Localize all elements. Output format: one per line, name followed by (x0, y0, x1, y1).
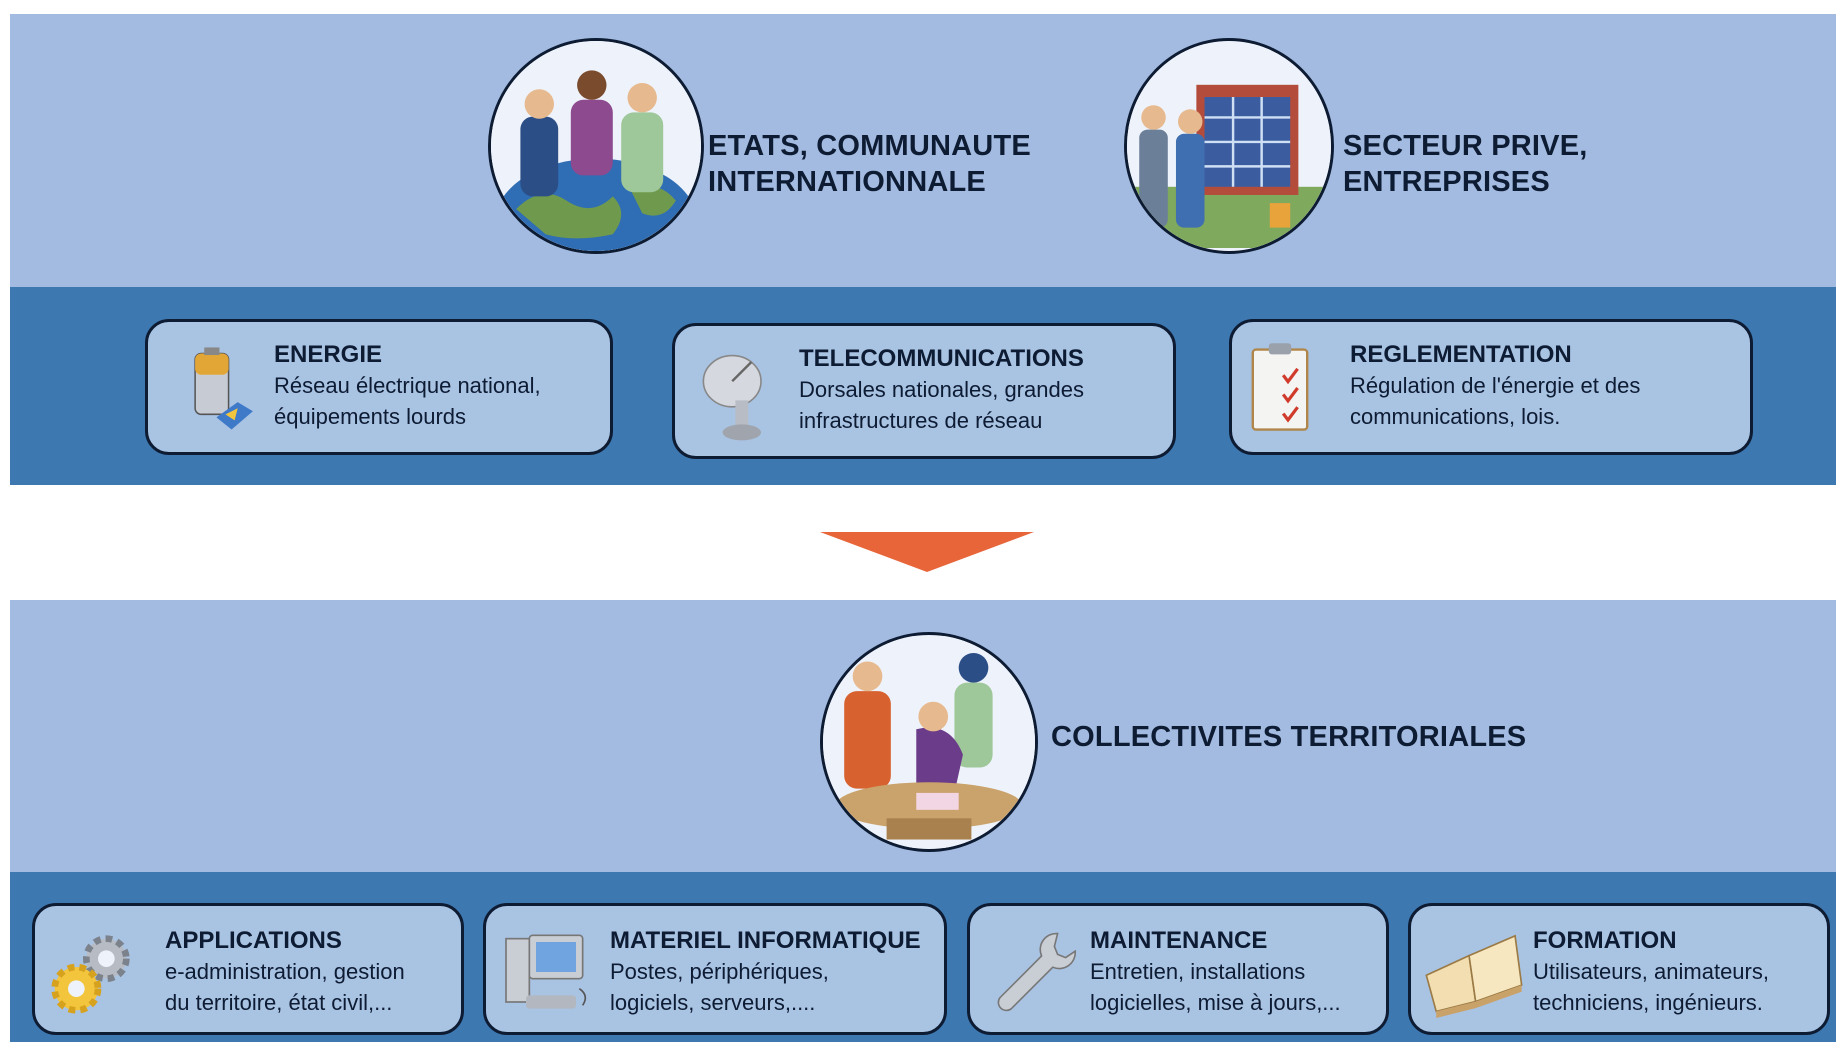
telecommunications-card: TELECOMMUNICATIONS Dorsales nationales, … (672, 323, 1176, 459)
training-title: FORMATION (1533, 927, 1677, 954)
down-arrow-icon (820, 532, 1034, 572)
states-title-line1: ETATS, COMMUNAUTE (708, 130, 1031, 162)
states-international-title: ETATS, COMMUNAUTE INTERNATIONNALE (708, 128, 1031, 200)
energy-title: ENERGIE (274, 341, 383, 368)
applications-line1: e-administration, gestion (165, 959, 405, 984)
hardware-title: MATERIEL INFORMATIQUE (610, 927, 921, 954)
private-title-line1: SECTEUR PRIVE, (1343, 130, 1588, 162)
states-title-line2: INTERNATIONNALE (708, 166, 986, 198)
telecommunications-title: TELECOMMUNICATIONS (799, 345, 1084, 372)
private-sector-title: SECTEUR PRIVE, ENTREPRISES (1343, 128, 1588, 200)
satellite-dish-icon (697, 342, 777, 446)
regulation-title: REGLEMENTATION (1350, 341, 1572, 368)
training-card: FORMATION Utilisateurs, animateurs, tech… (1408, 903, 1830, 1035)
private-title-line2: ENTREPRISES (1343, 166, 1550, 198)
maintenance-card: MAINTENANCE Entretien, installations log… (967, 903, 1389, 1035)
clipboard-checklist-icon (1248, 338, 1312, 438)
applications-card: APPLICATIONS e-administration, gestion d… (32, 903, 464, 1035)
business-building-icon (1124, 38, 1334, 254)
wrench-icon (984, 922, 1080, 1022)
telecommunications-line1: Dorsales nationales, grandes (799, 377, 1084, 402)
energy-card: ENERGIE Réseau électrique national, équi… (145, 319, 613, 455)
top-actors-band (10, 14, 1836, 287)
applications-title: APPLICATIONS (165, 927, 342, 954)
battery-icon (186, 344, 262, 436)
energy-line2: équipements lourds (274, 404, 467, 429)
gears-icon (43, 922, 143, 1022)
energy-line1: Réseau électrique national, (274, 373, 541, 398)
regulation-card: REGLEMENTATION Régulation de l'énergie e… (1229, 319, 1753, 455)
hardware-card: MATERIEL INFORMATIQUE Postes, périphériq… (483, 903, 947, 1035)
hardware-line1: Postes, périphériques, (610, 959, 829, 984)
telecommunications-line2: infrastructures de réseau (799, 408, 1043, 433)
maintenance-line1: Entretien, installations (1090, 959, 1306, 984)
applications-line2: du territoire, état civil,... (165, 990, 393, 1015)
maintenance-line2: logicielles, mise à jours,... (1090, 990, 1341, 1015)
local-authorities-title: COLLECTIVITES TERRITORIALES (1051, 721, 1527, 753)
hardware-line2: logiciels, serveurs,.... (610, 990, 816, 1015)
regulation-line2: communications, lois. (1350, 404, 1561, 429)
regulation-line1: Régulation de l'énergie et des (1350, 373, 1641, 398)
globe-meeting-icon (488, 38, 704, 254)
local-authorities-meeting-icon (820, 632, 1038, 852)
training-line2: techniciens, ingénieurs. (1533, 990, 1763, 1015)
computer-icon (496, 922, 596, 1022)
maintenance-title: MAINTENANCE (1090, 927, 1268, 954)
training-line1: Utilisateurs, animateurs, (1533, 959, 1769, 984)
open-book-icon (1419, 926, 1529, 1018)
